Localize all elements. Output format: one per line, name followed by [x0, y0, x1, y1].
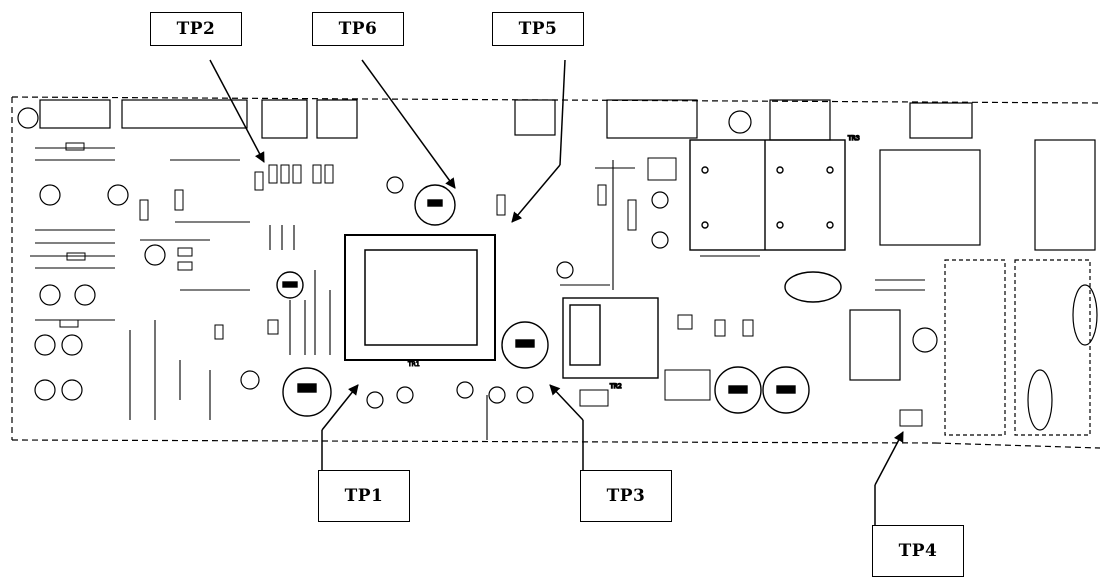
board-outline [11, 96, 1101, 449]
tp3-pointer-b [549, 384, 584, 421]
capacitors [276, 184, 842, 417]
tp2-label-box: TP2 [150, 12, 242, 46]
tp5-label-box: TP5 [492, 12, 584, 46]
transformer-tr2: TR2 [562, 297, 659, 391]
tp5-pointer-b [511, 164, 561, 223]
tp6-pointer [361, 59, 456, 189]
tp1-label-box: TP1 [318, 470, 410, 522]
tp2-pointer [209, 59, 265, 163]
tp1-label: TP1 [344, 486, 384, 506]
tp4-label: TP4 [898, 541, 938, 561]
transformer-tr3: TR3 [689, 134, 861, 251]
svg-text:TR3: TR3 [847, 135, 860, 142]
right-module [849, 139, 1098, 436]
tp5-pointer [559, 59, 566, 166]
top-connectors [17, 99, 973, 141]
tp6-label-box: TP6 [312, 12, 404, 46]
resistors [59, 142, 923, 427]
svg-text:TR1: TR1 [407, 361, 420, 368]
pointer-lines [209, 59, 904, 525]
tp6-label: TP6 [338, 19, 378, 39]
tp5-label: TP5 [518, 19, 558, 39]
svg-text:TR2: TR2 [609, 383, 622, 390]
traces [30, 147, 925, 440]
tp4-pointer-b [874, 431, 904, 486]
tp1-pointer-b [321, 384, 359, 431]
transistors [34, 176, 938, 409]
tp4-label-box: TP4 [872, 525, 964, 577]
transformer-tr1: TR1 [344, 234, 496, 369]
tp3-label-box: TP3 [580, 470, 672, 522]
tp3-label: TP3 [606, 486, 646, 506]
tp2-label: TP2 [176, 19, 216, 39]
